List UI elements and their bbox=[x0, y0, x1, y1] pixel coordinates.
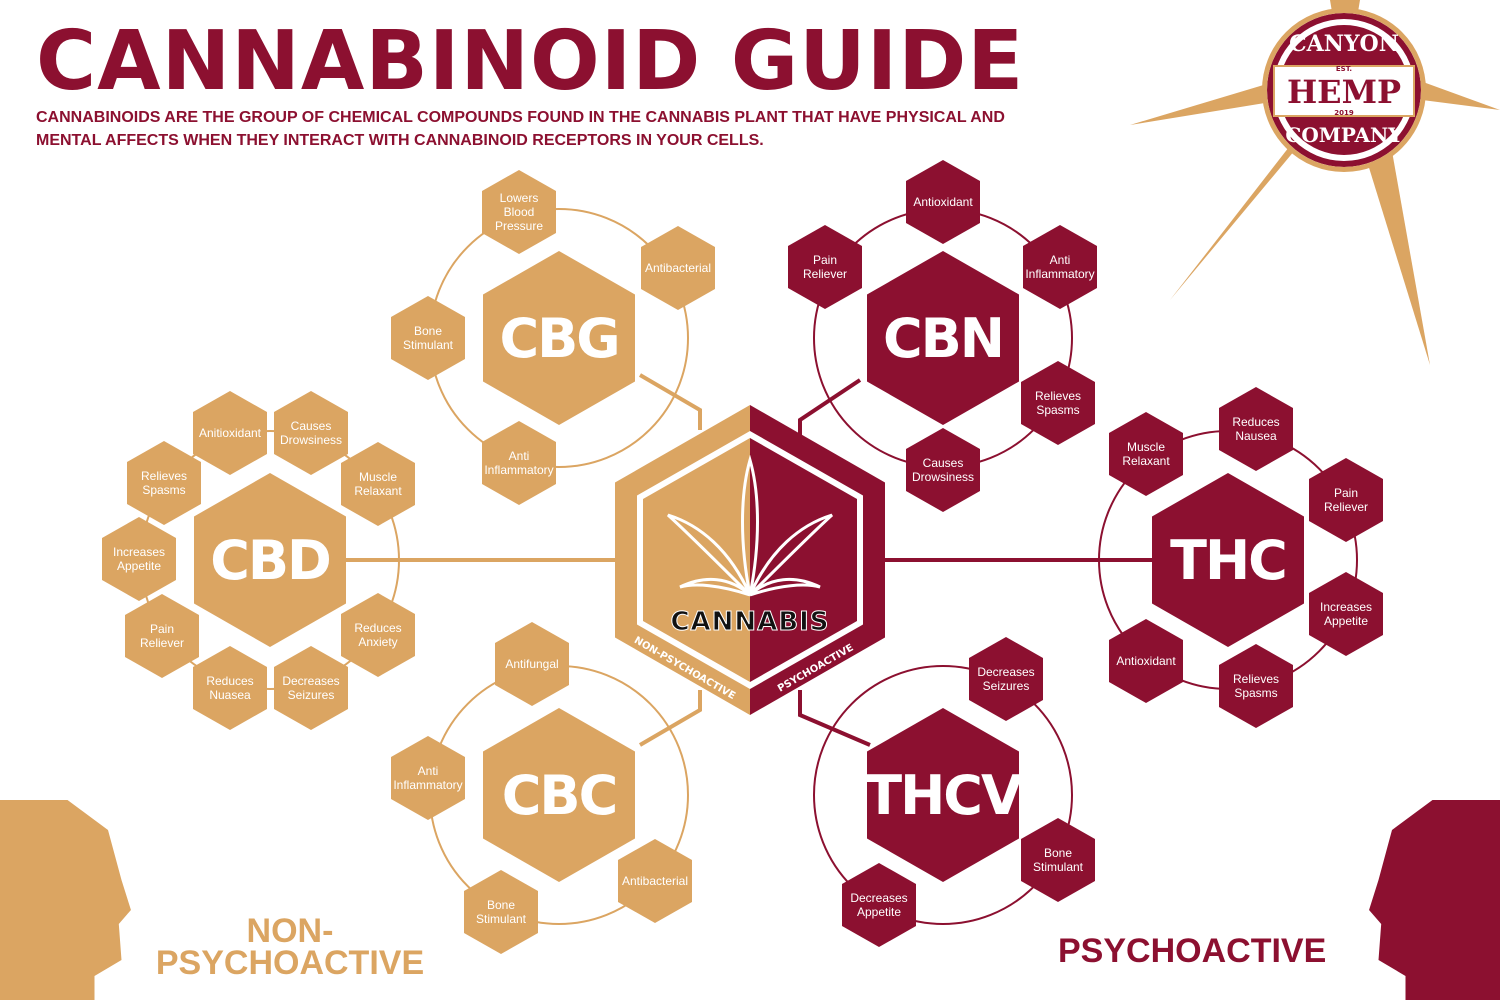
logo-bottom-text: COMPANY bbox=[1285, 123, 1403, 147]
thcv-effect-hex: Bone Stimulant bbox=[1021, 818, 1095, 902]
legend-psychoactive: PSYCHOACTIVE bbox=[1058, 932, 1327, 970]
cbn-effect-hex: Relieves Spasms bbox=[1021, 361, 1095, 445]
thc-effect-hex: Muscle Relaxant bbox=[1109, 412, 1183, 496]
cannabis-center-hex: CANNABIS NON-PSYCHOACTIVE PSYCHOACTIVE bbox=[615, 405, 885, 715]
cbd-effect-hex: Reduces Anxiety bbox=[341, 593, 415, 677]
page-title: CANNABINOID GUIDE bbox=[36, 14, 1025, 109]
cannabis-label: CANNABIS bbox=[670, 607, 830, 638]
legend-non-psychoactive: NON- PSYCHOACTIVE bbox=[155, 912, 425, 982]
canyon-hemp-logo: CANYON EST. HEMP 2019 COMPANY bbox=[1262, 8, 1426, 172]
cbd-effect-hex: Decreases Seizures bbox=[274, 646, 348, 730]
thc-effect-hex: Increases Appetite bbox=[1309, 572, 1383, 656]
thc-effect-hex: Antioxidant bbox=[1109, 619, 1183, 703]
thc-hex: THC bbox=[1152, 473, 1304, 647]
logo-top-text: CANYON bbox=[1289, 31, 1399, 57]
cbg-effect-hex: Bone Stimulant bbox=[391, 296, 465, 380]
cbd-effect-hex: Muscle Relaxant bbox=[341, 442, 415, 526]
thc-effect-hex: Relieves Spasms bbox=[1219, 644, 1293, 728]
logo-est-text: EST. bbox=[1335, 65, 1353, 73]
cannabis-leaf-icon bbox=[666, 455, 834, 597]
cbc-effect-hex: Anti Inflammatory bbox=[391, 736, 465, 820]
page-subtitle: CANNABINOIDS ARE THE GROUP OF CHEMICAL C… bbox=[36, 109, 1005, 149]
thc-effect-hex: Pain Reliever bbox=[1309, 458, 1383, 542]
cbd-effect-hex: Causes Drowsiness bbox=[274, 391, 348, 475]
cbn-effect-hex: Anti Inflammatory bbox=[1023, 225, 1097, 309]
thc-effect-hex: Reduces Nausea bbox=[1219, 387, 1293, 471]
logo-middle-text: HEMP bbox=[1286, 73, 1402, 111]
thcv-ring bbox=[813, 665, 1073, 925]
logo-year-text: 2019 bbox=[1334, 109, 1354, 117]
